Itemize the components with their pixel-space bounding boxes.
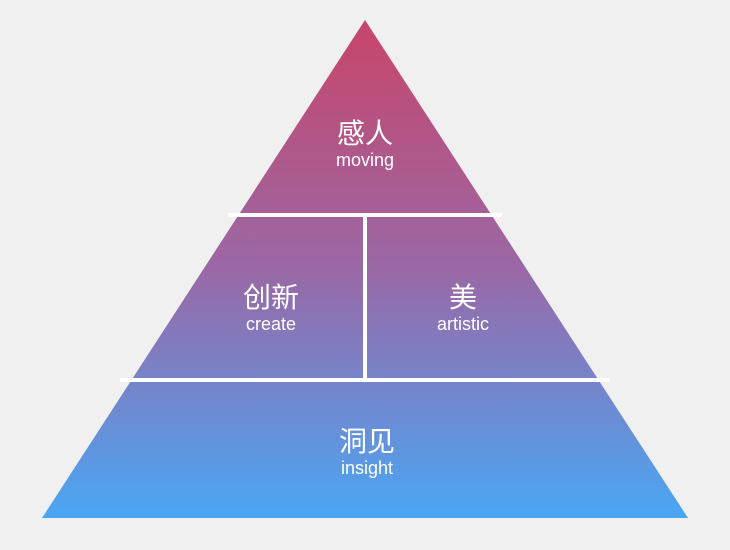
level-moving-zh: 感人 [336, 117, 393, 150]
level-create-zh: 创新 [242, 281, 300, 314]
level-artistic-en: artistic [436, 314, 490, 334]
level-create: 创新 create [242, 281, 300, 335]
level-create-en: create [245, 314, 297, 334]
level-moving: 感人 moving [335, 117, 395, 171]
level-moving-en: moving [335, 150, 395, 170]
level-insight-zh: 洞见 [338, 425, 396, 458]
level-insight-en: insight [340, 458, 394, 478]
level-artistic-zh: 美 [448, 281, 478, 314]
level-artistic: 美 artistic [436, 281, 490, 335]
level-insight: 洞见 insight [338, 425, 396, 479]
